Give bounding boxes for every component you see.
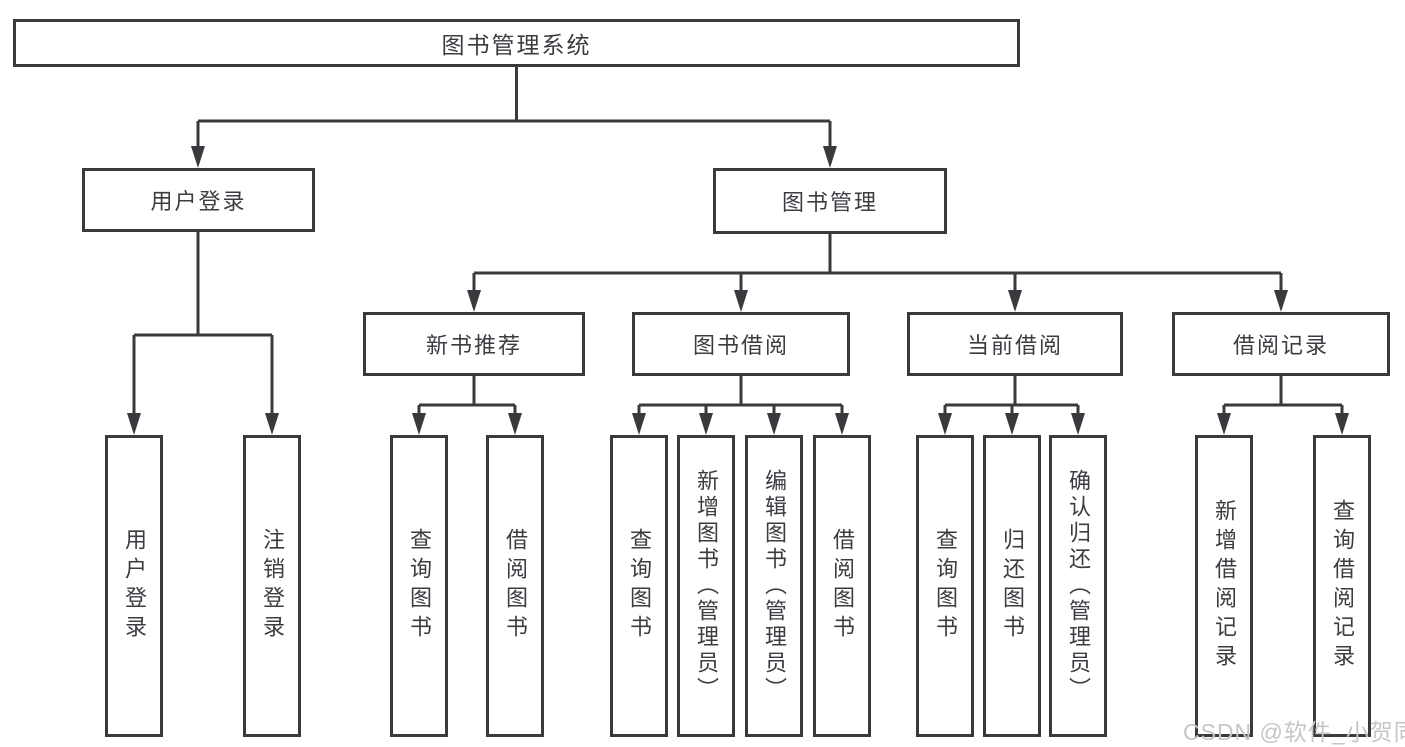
leaf-borrow-query-book-label: 查询图书	[627, 528, 652, 644]
leaf-logout: 注销登录	[243, 435, 301, 737]
leaf-add-borrow-record: 新增借阅记录	[1195, 435, 1253, 737]
leaf-add-book-admin-label: 新增图书（管理员）	[694, 469, 719, 703]
node-book-management-label: 图书管理	[781, 190, 878, 215]
node-current-borrow-label: 当前借阅	[966, 333, 1063, 358]
node-borrow-record: 借阅记录	[1172, 312, 1390, 376]
leaf-query-borrow-record-label: 查询借阅记录	[1330, 499, 1355, 673]
leaf-user-login: 用户登录	[105, 435, 163, 737]
node-user-login-label: 用户登录	[150, 189, 247, 214]
node-new-book-recommend-label: 新书推荐	[425, 333, 522, 358]
connector-bookborrow-to-leaves	[632, 376, 849, 435]
node-current-borrow: 当前借阅	[907, 312, 1123, 376]
leaf-newbook-query-book: 查询图书	[390, 435, 448, 737]
leaf-borrow-query-book: 查询图书	[610, 435, 668, 737]
leaf-borrow-borrow-book: 借阅图书	[813, 435, 871, 737]
leaf-newbook-borrow-book: 借阅图书	[486, 435, 544, 737]
node-borrow-record-label: 借阅记录	[1232, 333, 1329, 358]
leaf-add-borrow-record-label: 新增借阅记录	[1212, 499, 1237, 673]
leaf-confirm-return-admin-label: 确认归还（管理员）	[1066, 469, 1091, 703]
leaf-newbook-query-book-label: 查询图书	[407, 528, 432, 644]
leaf-confirm-return-admin: 确认归还（管理员）	[1049, 435, 1107, 737]
node-book-borrow-label: 图书借阅	[692, 333, 789, 358]
node-book-management: 图书管理	[713, 168, 947, 234]
node-user-login: 用户登录	[82, 168, 315, 232]
leaf-user-login-label: 用户登录	[122, 528, 147, 644]
connector-borrowrecord-to-leaves	[1217, 376, 1349, 435]
connector-bookmgmt-to-level3	[467, 234, 1288, 312]
leaf-borrow-borrow-book-label: 借阅图书	[830, 528, 855, 644]
leaf-return-book-label: 归还图书	[1000, 528, 1025, 644]
leaf-current-query-book: 查询图书	[916, 435, 974, 737]
node-library-system-label: 图书管理系统	[441, 32, 592, 58]
leaf-edit-book-admin-label: 编辑图书（管理员）	[762, 469, 787, 703]
leaf-newbook-borrow-book-label: 借阅图书	[503, 528, 528, 644]
connector-root-to-level2	[191, 67, 837, 168]
connector-currentborrow-to-leaves	[938, 376, 1085, 435]
connector-newbook-to-leaves	[412, 376, 522, 435]
node-book-borrow: 图书借阅	[632, 312, 850, 376]
leaf-query-borrow-record: 查询借阅记录	[1313, 435, 1371, 737]
node-new-book-recommend: 新书推荐	[363, 312, 585, 376]
leaf-edit-book-admin: 编辑图书（管理员）	[745, 435, 803, 737]
csdn-watermark: CSDN @软件_小贺同学	[1183, 719, 1405, 745]
leaf-return-book: 归还图书	[983, 435, 1041, 737]
connector-userlogin-to-leaves	[127, 232, 279, 435]
node-library-system: 图书管理系统	[13, 19, 1020, 67]
leaf-logout-label: 注销登录	[260, 528, 285, 644]
leaf-add-book-admin: 新增图书（管理员）	[677, 435, 735, 737]
leaf-current-query-book-label: 查询图书	[933, 528, 958, 644]
